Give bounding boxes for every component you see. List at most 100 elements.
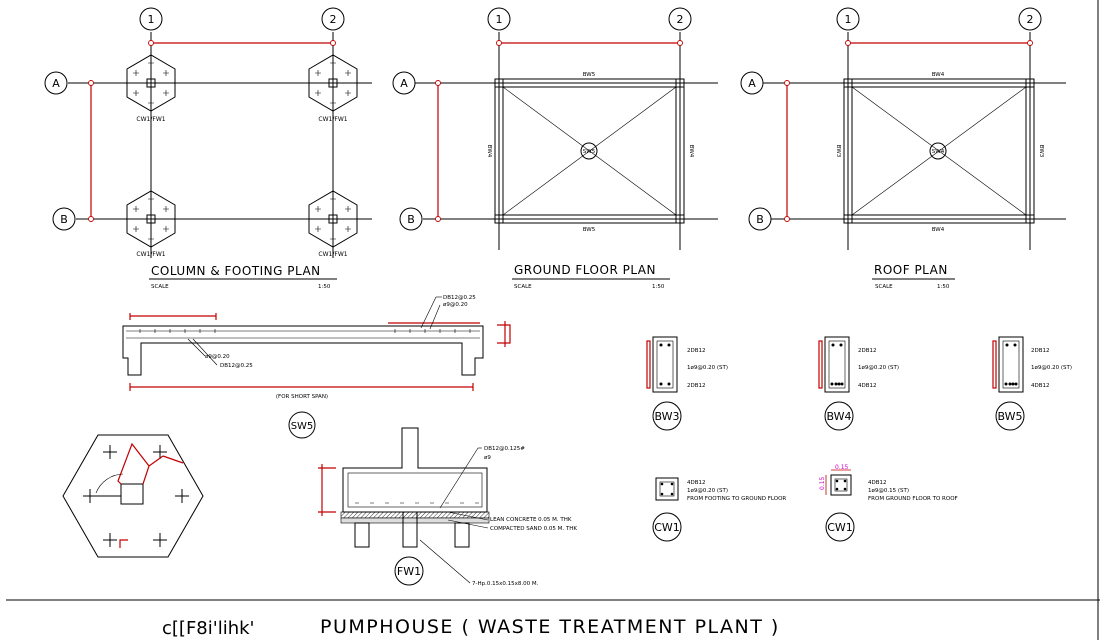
slab-tag: SW4 [932, 149, 945, 155]
beam-detail-bw3: 2DB12 1ø9@0.20 (ST) 2DB12 BW3 [646, 336, 728, 431]
grid-bubble-2 [1018, 7, 1042, 31]
grid-label-1: 1 [148, 13, 155, 26]
footing-tag-a1: CW1/FW1 [136, 116, 165, 123]
grid-bubble-a [44, 71, 68, 95]
footing-tag-b2: CW1/FW1 [318, 251, 347, 258]
section-tag-bubble [288, 411, 316, 439]
beam-top-bars: 2DB12 [858, 348, 877, 354]
footing-rebar-2: ø9 [484, 455, 491, 461]
beam-tag: BW4 [826, 410, 851, 423]
column-bars: 4DB12 [687, 480, 706, 486]
beam-top-bars: 2DB12 [1031, 348, 1050, 354]
grid-bubble-1 [139, 7, 163, 31]
footing-b1 [126, 190, 176, 248]
grid-label-1: 1 [496, 13, 503, 26]
beam-tag-top: BW4 [932, 72, 945, 78]
column-dim-width: 0.15 [835, 464, 849, 471]
column-sections: 4DB12 1ø9@0.20 (ST) FROM FOOTING TO GROU… [652, 464, 958, 542]
slab-section-sw5: DB12@0.25 ø9@0.20 ø9@0.20 DB12@0.25 (FOR… [122, 295, 511, 439]
title-block: c[[F8i'lihk' PUMPHOUSE ( WASTE TREATMENT… [6, 0, 1100, 640]
beam-tag-bottom: BW4 [932, 227, 945, 233]
beam-detail-bw5: 2DB12 1ø9@0.20 (ST) 4DB12 BW5 [992, 336, 1072, 431]
scale-label: SCALE [514, 284, 532, 290]
section-tag: FW1 [397, 565, 421, 578]
scale-label: SCALE [151, 284, 169, 290]
column-ties: 1ø9@0.15 (ST) [868, 488, 909, 494]
grid-bubble-1 [836, 7, 860, 31]
beam-tag: BW3 [654, 410, 679, 423]
plan-title-column-footing: COLUMN & FOOTING PLAN [151, 264, 321, 278]
slab-note-bottom-1: ø9@0.20 [205, 354, 230, 360]
pile-note: 7-Hp.0.15x0.15x8.00 M. [472, 581, 539, 587]
grid-label-2: 2 [330, 13, 337, 26]
beam-bottom-bars: 4DB12 [1031, 383, 1050, 389]
grid-bubble-b [748, 207, 772, 231]
column-detail-cw1-upper: 0.15 0.15 4DB12 1ø9@0.15 (ST) FROM GROUN… [819, 464, 958, 542]
grid-label-a: A [748, 77, 756, 90]
grid-label-1: 1 [845, 13, 852, 26]
column-tag: CW1 [827, 521, 853, 534]
lean-concrete-note: LEAN CONCRETE 0.05 M. THK [490, 517, 572, 523]
beam-sections: 2DB12 1ø9@0.20 (ST) 2DB12 BW3 2DB12 1ø9@… [646, 336, 1072, 431]
column-dim-height: 0.15 [819, 476, 826, 490]
grid-bubble-2 [321, 7, 345, 31]
section-tag-bubble [394, 556, 424, 586]
column-range: FROM FOOTING TO GROUND FLOOR [687, 496, 786, 502]
column-bars: 4DB12 [868, 480, 887, 486]
column-footing-plan: 1 2 A B CW1/FW1 CW1/FW1 CW1/FW1 [44, 7, 372, 290]
compacted-sand-note: COMPACTED SAND 0.05 M. THK [490, 526, 577, 532]
beam-tag-left: BW4 [486, 145, 492, 158]
grid-label-a: A [400, 77, 408, 90]
grid-bubble-1 [487, 7, 511, 31]
scale-label: SCALE [875, 284, 893, 290]
column-range: FROM GROUND FLOOR TO ROOF [868, 496, 958, 502]
beam-tag-top: BW5 [583, 72, 596, 78]
column-tag: CW1 [654, 521, 680, 534]
grid-bubble-2 [668, 7, 692, 31]
column-ties: 1ø9@0.20 (ST) [687, 488, 728, 494]
span-note: (FOR SHORT SPAN) [276, 394, 328, 400]
beam-tag: BW5 [997, 410, 1022, 423]
grid-label-2: 2 [1027, 13, 1034, 26]
beam-top-bars: 2DB12 [687, 348, 706, 354]
drawing-code: c[[F8i'lihk' [162, 618, 254, 639]
footing-a1 [126, 54, 176, 112]
grid-label-b: B [407, 213, 415, 226]
beam-bottom-bars: 4DB12 [858, 383, 877, 389]
footing-tag-a2: CW1/FW1 [318, 116, 347, 123]
plan-title-roof: ROOF PLAN [874, 263, 948, 277]
beam-detail-bw4: 2DB12 1ø9@0.20 (ST) 4DB12 BW4 [818, 336, 899, 431]
ground-floor-plan: 1 2 A B SW5 BW5 BW5 BW4 BW4 GROUND FLOOR… [392, 7, 718, 290]
beam-stirrup: 1ø9@0.20 (ST) [1031, 365, 1072, 371]
scale-value: 1:50 [652, 284, 665, 290]
grid-label-a: A [52, 77, 60, 90]
beam-tag-left: BW3 [835, 145, 841, 158]
grid-label-b: B [60, 213, 68, 226]
footing-tag-b1: CW1/FW1 [136, 251, 165, 258]
footing-section-fw1: DB12@0.125# ø9 LEAN CONCRETE 0.05 M. THK… [318, 427, 577, 587]
roof-plan: 1 2 A B SW4 BW4 BW4 BW3 BW3 ROOF PLAN SC… [740, 7, 1066, 290]
slab-tag: SW5 [583, 149, 596, 155]
footing-a2 [308, 54, 358, 112]
slab-tag-bubble [580, 142, 598, 160]
beam-stirrup: 1ø9@0.20 (ST) [687, 365, 728, 371]
grid-label-b: B [756, 213, 764, 226]
slab-note-bottom-2: DB12@0.25 [220, 363, 253, 369]
beam-stirrup: 1ø9@0.20 (ST) [858, 365, 899, 371]
footing-rebar-1: DB12@0.125# [484, 446, 525, 452]
section-tag: SW5 [291, 421, 314, 432]
footing-detail-plan [62, 434, 204, 558]
grid-bubble-a [392, 71, 416, 95]
scale-value: 1:50 [937, 284, 950, 290]
drawing-title: PUMPHOUSE ( WASTE TREATMENT PLANT ) [320, 616, 780, 638]
beam-tag-right: BW4 [688, 145, 694, 158]
grid-bubble-b [52, 207, 76, 231]
footing-b2 [308, 190, 358, 248]
scale-value: 1:50 [318, 284, 331, 290]
beam-tag-bottom: BW5 [583, 227, 596, 233]
slab-note-top-1: DB12@0.25 [443, 295, 476, 301]
grid-bubble-a [740, 71, 764, 95]
column-detail-cw1-lower: 4DB12 1ø9@0.20 (ST) FROM FOOTING TO GROU… [652, 477, 786, 542]
beam-bottom-bars: 2DB12 [687, 383, 706, 389]
